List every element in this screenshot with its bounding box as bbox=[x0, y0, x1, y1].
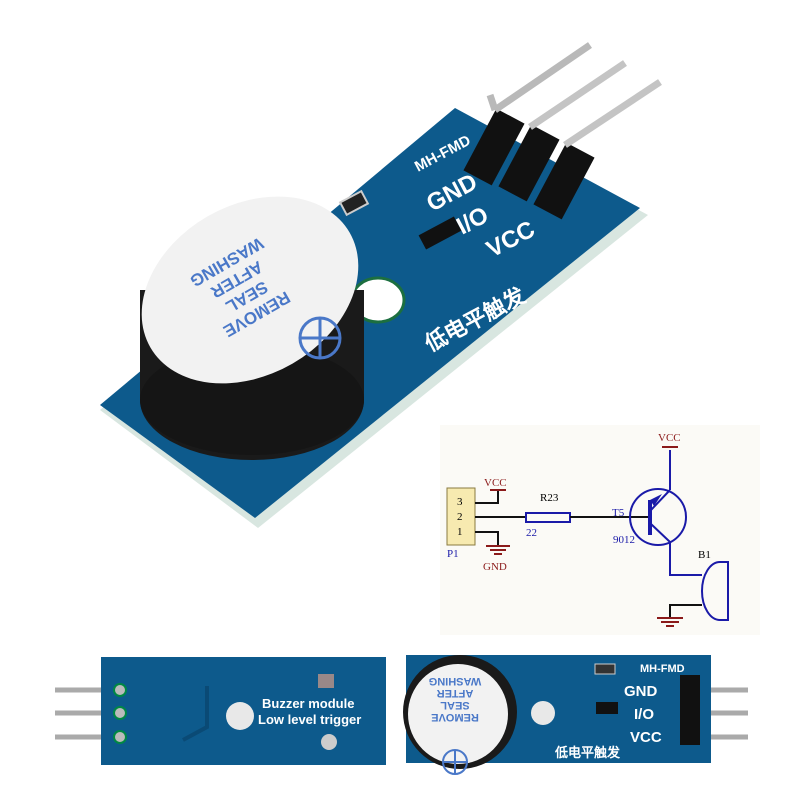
buzzer: REMOVE SEAL AFTER WASHING bbox=[140, 196, 364, 460]
sticker-text: AFTER bbox=[437, 687, 474, 699]
front-board: MH-FMD GND I/O VCC 低电平触发 REMOVE SEAL AFT… bbox=[403, 655, 748, 775]
back-label-line2: Low level trigger bbox=[258, 712, 361, 727]
vcc-label: VCC bbox=[658, 432, 681, 444]
sticker-text: REMOVE bbox=[431, 711, 479, 723]
pin-label-io: I/O bbox=[634, 706, 654, 723]
transistor-symbol bbox=[629, 488, 687, 546]
pin-number: 3 bbox=[457, 496, 463, 508]
resistor-value: 22 bbox=[526, 527, 537, 539]
connector-p1 bbox=[446, 487, 476, 546]
transistor-part: 9012 bbox=[613, 534, 635, 546]
smd-resistor bbox=[338, 189, 370, 217]
pin-number: 2 bbox=[457, 511, 463, 523]
model-label: MH-FMD bbox=[640, 663, 685, 675]
resistor-label: R23 bbox=[540, 492, 559, 504]
mounting-hole bbox=[226, 702, 254, 730]
ground-icon bbox=[486, 545, 510, 555]
pin-label-gnd: GND bbox=[624, 683, 658, 700]
vcc-label: VCC bbox=[484, 477, 507, 489]
pin-label-vcc: VCC bbox=[630, 729, 662, 746]
pin-number: 1 bbox=[457, 526, 463, 538]
mounting-hole bbox=[531, 701, 555, 725]
transistor-label: T5 bbox=[612, 507, 625, 519]
gnd-label: GND bbox=[483, 561, 507, 573]
connector-label: P1 bbox=[447, 548, 459, 560]
header-pins bbox=[463, 42, 662, 220]
back-board: Buzzer module Low level trigger bbox=[55, 657, 386, 765]
main-board: MH-FMD GND I/O VCC 低电平触发 REMOVE SEAL AFT… bbox=[100, 42, 662, 528]
schematic: 3 2 1 P1 VCC GND R23 22 T5 9012 VCC B1 bbox=[440, 425, 760, 635]
sticker-text: SEAL bbox=[440, 699, 470, 711]
chinese-label: 低电平触发 bbox=[554, 745, 621, 760]
smd-transistor bbox=[418, 216, 462, 250]
ground-icon bbox=[657, 617, 683, 627]
back-label-line1: Buzzer module bbox=[262, 696, 354, 711]
buzzer-label: B1 bbox=[698, 549, 711, 561]
buzzer-symbol bbox=[701, 561, 729, 621]
sticker-text: WASHING bbox=[429, 675, 482, 687]
buzzer-sticker bbox=[408, 664, 508, 764]
